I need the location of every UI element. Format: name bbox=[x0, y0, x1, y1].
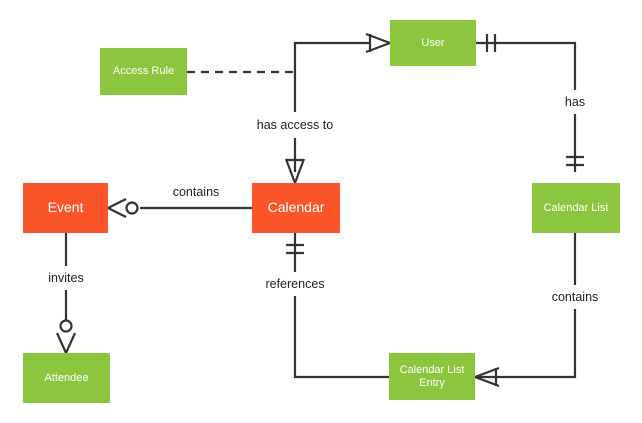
edge-contains-list-entry-lower bbox=[475, 309, 577, 379]
relationship-label-has: has bbox=[561, 95, 589, 109]
cardinality-event-zero-or-many bbox=[107, 198, 139, 218]
relationship-label-contains-calendar-event: contains bbox=[169, 185, 223, 199]
edge-references-lower bbox=[293, 296, 389, 379]
relationship-label-has-access-to: has access to bbox=[253, 118, 337, 132]
edge-has-access-to bbox=[293, 41, 370, 112]
cardinality-calendar-one-or-many bbox=[284, 158, 306, 184]
edge-has-upper bbox=[476, 41, 577, 90]
entity-label: Calendar List bbox=[543, 201, 609, 214]
cardinality-calendar-list-exactly-one bbox=[566, 155, 584, 167]
relationship-label-contains-list-entry: contains bbox=[548, 290, 602, 304]
cardinality-user-exactly-one bbox=[485, 34, 497, 52]
entity-attendee[interactable]: Attendee bbox=[23, 353, 110, 403]
entity-label: Access Rule bbox=[112, 65, 175, 78]
cardinality-list-entry-one-or-many bbox=[474, 366, 500, 388]
entity-label: Event bbox=[47, 199, 84, 216]
cardinality-user-one-or-many bbox=[365, 32, 391, 54]
relationship-label-references: references bbox=[262, 277, 328, 291]
entity-label: Calendar List Entry bbox=[399, 364, 465, 389]
entity-label: User bbox=[421, 36, 445, 49]
entity-user[interactable]: User bbox=[390, 20, 476, 66]
entity-event[interactable]: Event bbox=[23, 183, 108, 233]
entity-label: Calendar bbox=[267, 199, 325, 216]
entity-calendar-list-entry[interactable]: Calendar List Entry bbox=[389, 353, 475, 400]
entity-calendar[interactable]: Calendar bbox=[252, 183, 340, 233]
entity-label: Attendee bbox=[44, 371, 89, 384]
cardinality-attendee-zero-or-many bbox=[55, 319, 77, 354]
entity-calendar-list[interactable]: Calendar List bbox=[532, 183, 620, 233]
cardinality-calendar-exactly-one bbox=[286, 243, 304, 255]
entity-access-rule[interactable]: Access Rule bbox=[100, 48, 187, 95]
relationship-label-invites: invites bbox=[45, 271, 87, 285]
